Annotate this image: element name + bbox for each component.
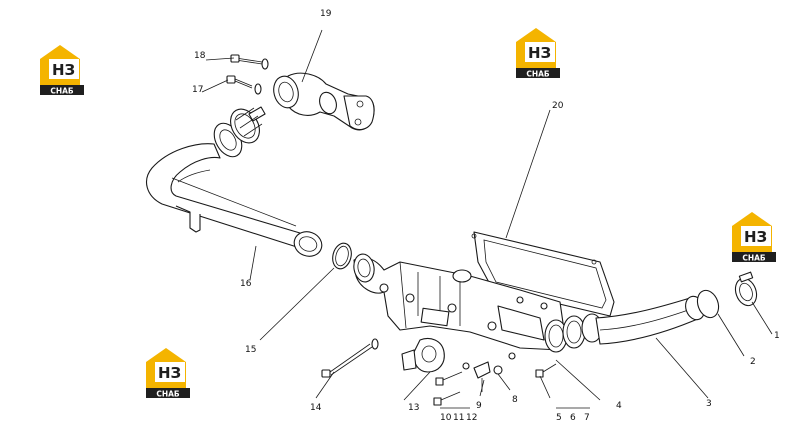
callout-1: 1 xyxy=(774,331,780,341)
callout-7: 7 xyxy=(584,413,590,423)
svg-text:НЗ: НЗ xyxy=(52,61,75,79)
callout-20: 20 xyxy=(552,101,564,111)
part-18-bolt xyxy=(230,54,269,70)
part-16-coolant-pipe xyxy=(146,143,323,257)
logo-bottom-left: НЗ СНАБ xyxy=(146,348,190,399)
part-1-clamp xyxy=(734,271,758,307)
part-16-upper-clamp xyxy=(213,106,266,158)
callout-15: 15 xyxy=(245,345,256,355)
part-9-valve xyxy=(473,361,491,392)
part-14-long-bolt xyxy=(321,338,379,378)
callout-10: 10 xyxy=(440,413,452,423)
callout-6: 6 xyxy=(570,413,576,423)
logo-right: НЗ СНАБ xyxy=(732,212,776,263)
svg-text:НЗ: НЗ xyxy=(744,228,767,246)
parts-5-6-7-clamps xyxy=(544,313,603,353)
svg-text:СНАБ: СНАБ xyxy=(526,70,550,79)
callout-16: 16 xyxy=(240,279,252,289)
callout-11: 11 xyxy=(453,413,464,423)
svg-text:НЗ: НЗ xyxy=(528,44,551,62)
svg-text:СНАБ: СНАБ xyxy=(50,87,74,96)
svg-text:СНАБ: СНАБ xyxy=(156,390,180,399)
callout-17: 17 xyxy=(192,85,203,95)
callout-18: 18 xyxy=(194,51,206,61)
part-8-plug xyxy=(493,352,516,375)
callout-labels: 19 18 17 20 16 15 14 13 10 11 12 9 8 5 6… xyxy=(192,9,780,423)
svg-text:СНАБ: СНАБ xyxy=(742,254,766,263)
callout-19: 19 xyxy=(320,9,332,19)
callout-5: 5 xyxy=(556,413,562,423)
callout-14: 14 xyxy=(310,403,322,413)
svg-text:НЗ: НЗ xyxy=(158,364,181,382)
part-3-hose xyxy=(595,289,720,345)
callout-9: 9 xyxy=(476,401,482,411)
part-19-outlet-elbow xyxy=(273,72,375,131)
oil-cooler-housing xyxy=(353,253,565,373)
part-17-bolt xyxy=(226,75,262,95)
callout-2: 2 xyxy=(750,357,756,367)
logo-top-left: НЗ СНАБ xyxy=(40,45,84,96)
callout-12: 12 xyxy=(466,413,477,423)
callout-8: 8 xyxy=(512,395,518,405)
callout-4: 4 xyxy=(616,401,622,411)
parts-10-12-fasteners xyxy=(433,362,470,406)
callout-3: 3 xyxy=(706,399,712,409)
part-20-gasket xyxy=(471,231,615,317)
part-4-bolt xyxy=(535,363,557,378)
leader-lines xyxy=(201,29,773,409)
logo-top-center: НЗ СНАБ xyxy=(516,28,560,79)
callout-13: 13 xyxy=(408,403,419,413)
part-15-o-ring xyxy=(332,242,352,270)
